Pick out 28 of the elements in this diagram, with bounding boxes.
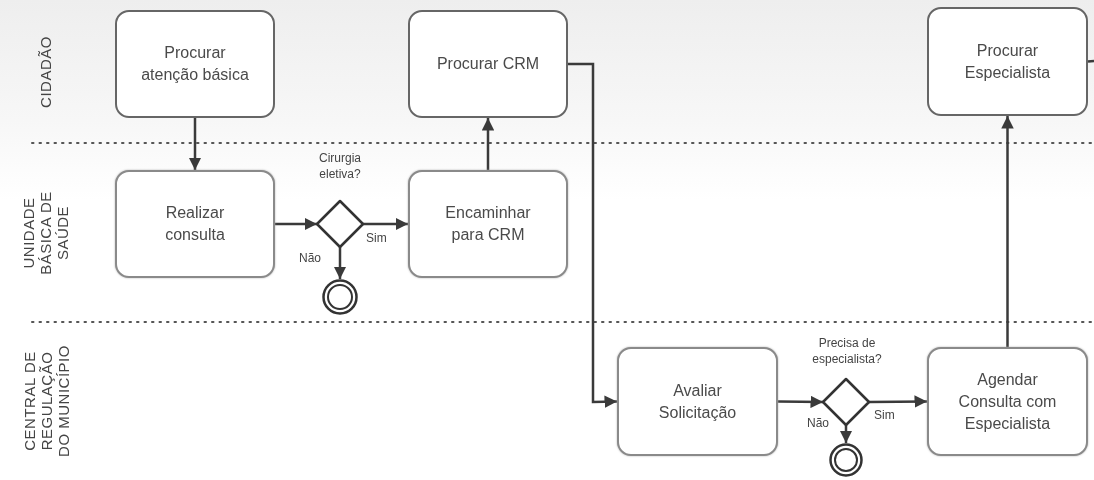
lane-label: CENTRAL DE REGULAÇÃO DO MUNICÍPIO [19,344,71,459]
arrow [333,247,347,279]
edge-label: Sim [365,231,388,245]
task-box: Avaliar Solicitação [617,347,778,456]
lane-label: UNIDADE BÁSICA DE SAÚDE [19,189,71,277]
arrow [778,395,823,409]
task-box: Procurar Especialista [927,7,1088,116]
arrow [568,62,618,408]
edge-label: Não [806,416,830,430]
arrow [188,118,202,170]
gateway-question: Cirurgia eletiva? [318,150,362,182]
task-box: Procurar CRM [408,10,568,118]
arrow [1001,116,1014,347]
arrow [481,118,495,170]
end-event-circle [322,279,358,315]
lane-label: CIDADÃO [35,34,55,110]
edge-label: Não [298,251,322,265]
task-box: Encaminhar para CRM [408,170,568,278]
arrow [363,217,408,231]
arrow [839,425,853,443]
task-box: Procurar atenção básica [115,10,275,118]
task-box: Realizar consulta [115,170,275,278]
gateway-question: Precisa de especialista? [811,335,883,367]
end-event-circle [829,443,863,477]
arrow [869,395,927,408]
task-box: Agendar Consulta com Especialista [927,347,1088,456]
arrow [275,217,317,231]
edge-label: Sim [873,408,896,422]
